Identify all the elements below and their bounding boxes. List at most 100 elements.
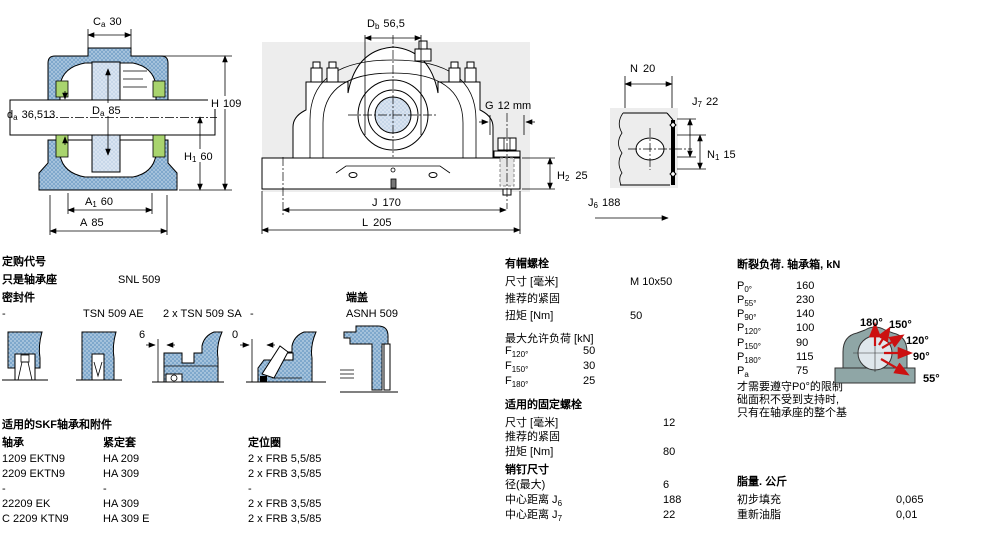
load-row-value: 25: [583, 375, 596, 387]
p-row-value: 140: [796, 308, 815, 320]
note-line-2: 础面积不受到支持时,: [737, 394, 840, 406]
seal-option-0: -: [2, 308, 6, 320]
table-cell: -: [248, 483, 252, 495]
fixing-size-label: 尺寸 [毫米]: [505, 417, 559, 429]
p-row-value: 100: [796, 322, 815, 334]
col-header-sleeve: 紧定套: [103, 437, 136, 449]
pin-row-value: 22: [663, 509, 676, 521]
fixing-bolts-title: 适用的固定螺栓: [505, 399, 582, 411]
pin-row-label: 径(最大): [505, 479, 546, 491]
end-cover-label: 端盖: [346, 292, 368, 304]
bearings-table-title: 适用的SKF轴承和附件: [2, 419, 112, 431]
grease-initial-label: 初步填充: [737, 494, 781, 506]
cap-bolt: [414, 48, 432, 62]
note-line-1: 才需要遵守P0°的限制: [737, 381, 843, 393]
angle-label-55: 55°: [923, 373, 940, 385]
seal-top-left: [55, 80, 69, 98]
table-cell: 2 x FRB 3,5/85: [248, 468, 322, 480]
seal-bottom-right: [152, 134, 166, 158]
table-cell: 2 x FRB 3,5/85: [248, 513, 322, 525]
pin-row-label: 中心距离 J6: [505, 494, 563, 509]
cap-bolt-tighten-label: 推荐的紧固: [505, 293, 560, 305]
table-cell: C 2209 KTN9: [2, 513, 69, 525]
seal-gap-0: 0: [232, 329, 238, 341]
p-row-value: 90: [796, 337, 809, 349]
grease-relube-value: 0,01: [896, 509, 918, 521]
seal-thumb-1: [2, 331, 48, 381]
p-row-value: 115: [796, 351, 814, 363]
end-cover-designation: ASNH 509: [346, 308, 398, 320]
angle-label-180: 180°: [860, 317, 883, 329]
cap-bolt-size-value: M 10x50: [630, 276, 673, 288]
grease-title: 脂量. 公斤: [737, 476, 788, 488]
p-row-label: Pa: [737, 365, 749, 380]
arrow-55: [880, 358, 910, 376]
seal-gap-6: 6: [139, 329, 145, 341]
table-cell: HA 309: [103, 498, 140, 510]
fixing-torque-value: 80: [663, 446, 676, 458]
bearing-upper: [91, 61, 121, 101]
load-directions-diagram: 180° 150° 120° 90° 55°: [834, 317, 940, 385]
load-row-label: F120°: [505, 345, 529, 360]
load-row-label: F180°: [505, 375, 529, 390]
table-cell: 1209 EKTN9: [2, 453, 65, 465]
col-header-bearing: 轴承: [2, 437, 24, 449]
housing-only-label: 只是轴承座: [2, 274, 57, 286]
fixing-tighten-label: 推荐的紧固: [505, 431, 560, 443]
table-cell: -: [2, 483, 6, 495]
table-cell: HA 309 E: [103, 513, 150, 525]
seal-thumb-4: 0: [232, 329, 326, 383]
angle-label-120: 120°: [906, 335, 929, 347]
p-row-label: P120°: [737, 322, 761, 337]
angle-label-150: 150°: [889, 319, 912, 331]
seal-option-1: TSN 509 AE: [83, 308, 144, 320]
p-row-value: 160: [796, 280, 815, 292]
pin-row-value: 188: [663, 494, 682, 506]
p-row-label: P180°: [737, 351, 761, 366]
p-row-label: P150°: [737, 337, 761, 352]
break-line: [618, 112, 624, 186]
locknut-lines: [123, 70, 147, 88]
note-line-3: 只有在轴承座的整个基: [737, 407, 847, 419]
pin-dims-title: 销钉尺寸: [505, 464, 549, 476]
bearing-lower: [91, 134, 121, 173]
seal-bottom-left: [55, 134, 69, 158]
table-cell: HA 209: [103, 453, 140, 465]
seal-top-right: [152, 80, 166, 98]
seal-option-2: 2 x TSN 509 SA: [163, 308, 242, 320]
cap-bolt-torque-value: 50: [630, 310, 643, 322]
grease-relube-label: 重新油脂: [737, 509, 781, 521]
table-cell: HA 309: [103, 468, 140, 480]
housing-designation: SNL 509: [118, 274, 161, 286]
load-row-value: 50: [583, 345, 596, 357]
seal-thumb-3: 6: [139, 329, 224, 383]
breaking-loads-title: 断裂负荷. 轴承箱, kN: [737, 259, 841, 271]
angle-label-90: 90°: [913, 351, 930, 363]
seal-option-3: -: [250, 308, 254, 320]
grease-initial-value: 0,065: [896, 494, 924, 506]
flange-edge: [671, 120, 675, 185]
arrow-120: [881, 334, 905, 349]
load-row-label: F150°: [505, 360, 529, 375]
fixing-size-value: 12: [663, 417, 676, 429]
pin-row-label: 中心距离 J7: [505, 509, 563, 524]
load-row-value: 30: [583, 360, 596, 372]
pin-row-value: 6: [663, 479, 670, 491]
